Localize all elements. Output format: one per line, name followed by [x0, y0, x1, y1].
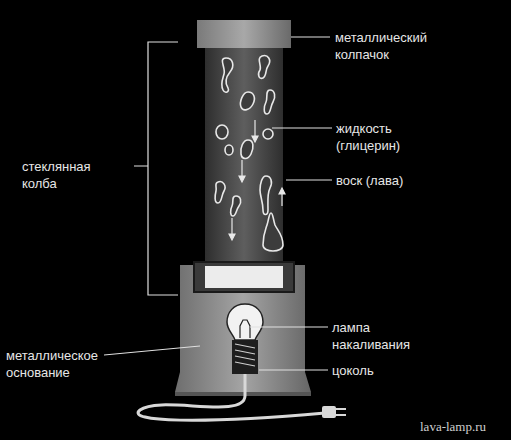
- metal-cap: [197, 20, 291, 48]
- watermark: lava-lamp.ru: [420, 418, 486, 435]
- flask-bracket: [134, 42, 178, 295]
- wax-blobs: [215, 56, 283, 251]
- plug: [322, 406, 336, 418]
- part-label: воск (лава): [336, 172, 446, 189]
- glass-tube: [205, 46, 283, 268]
- socket-thread: [235, 344, 255, 366]
- part-label: лампа накаливания: [332, 319, 442, 353]
- plug-pins: [336, 409, 346, 415]
- part-label: металлический колпачок: [335, 29, 445, 63]
- part-label: цоколь: [332, 362, 412, 379]
- flow-arrows: [229, 120, 285, 240]
- socket: [232, 340, 258, 374]
- leader-lines: [104, 37, 332, 370]
- tube-bottom: [194, 262, 294, 292]
- base-rim: [175, 392, 311, 396]
- filament: [240, 320, 250, 338]
- part-label: стеклянная колба: [22, 158, 122, 192]
- wax-pool: [205, 266, 283, 288]
- power-cord: [138, 374, 325, 420]
- light-bulb: [227, 304, 263, 340]
- part-label: жидкость (глицерин): [336, 120, 436, 154]
- part-label: металлическое основание: [6, 347, 116, 381]
